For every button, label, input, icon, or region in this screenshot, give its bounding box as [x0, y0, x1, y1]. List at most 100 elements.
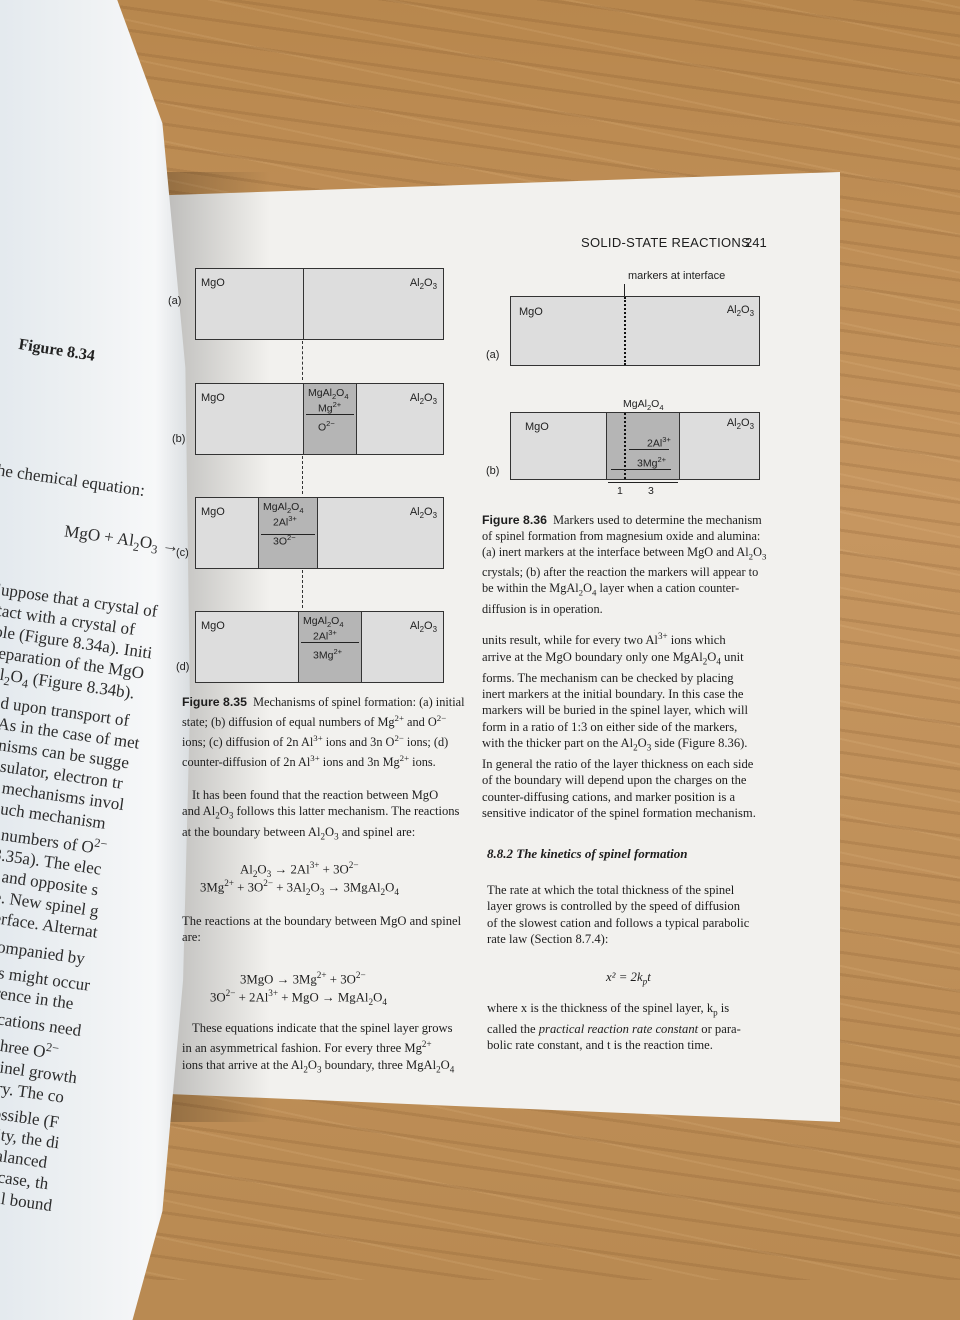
caption-line: (a) inert markers at the interface betwe… — [482, 545, 767, 562]
diffusion-arrow — [306, 414, 354, 415]
al2o3-label: Al2O3 — [409, 506, 437, 521]
spinel-label: MgAl2O4 — [263, 501, 304, 516]
right-para3-line: where x is the thickness of the spinel l… — [487, 1001, 730, 1018]
spinel-label: MgAl2O4 — [303, 615, 344, 630]
left-column-para-3: These equations indicate that the spinel… — [182, 1020, 472, 1078]
left-column-para-2: The reactions at the boundary between Mg… — [182, 913, 472, 946]
figure-8-35-label: Figure 8.35 — [182, 695, 247, 709]
initial-interface-dash — [302, 456, 303, 494]
text-line: and Al2O3 follows this latter mechanism.… — [182, 804, 460, 821]
diffusion-arrow — [301, 642, 359, 643]
ratio-left-label: 1 — [617, 485, 623, 497]
running-title: SOLID-STATE REACTIONS — [581, 235, 751, 250]
caption-line: crystals; (b) after the reaction the mar… — [482, 565, 759, 580]
fig835-panel-letter: (a) — [168, 295, 182, 307]
fig836-panel-letter: (b) — [486, 465, 500, 477]
equation-1a: Al2O3 → 2Al3+ + 3O2− — [240, 860, 359, 879]
fig836-panel-b-box: MgO Al2O3 2Al3+ 3Mg2+ — [510, 412, 760, 480]
left-page-line: the chemical equation: — [0, 459, 147, 500]
text-line: These equations indicate that the spinel… — [192, 1021, 453, 1035]
spinel-label: MgAl2O4 — [308, 387, 349, 402]
marker-pointer — [624, 284, 625, 298]
left-column-para-1: It has been found that the reaction betw… — [182, 787, 472, 845]
equation-1b: 3Mg2+ + 3O2− + 3Al2O3 → 3MgAl2O4 — [200, 878, 399, 897]
right-para2-line: of the slowest cation and follows a typi… — [487, 915, 750, 930]
spinel-label: Mg2+ — [318, 400, 342, 415]
text-line: It has been found that the reaction betw… — [192, 788, 439, 802]
section-heading: 8.8.2 The kinetics of spinel formation — [487, 846, 688, 861]
spinel-layer — [606, 413, 680, 479]
fig835-panel-letter: (d) — [176, 661, 190, 673]
equation-2b: 3O2− + 2Al3+ + MgO → MgAl2O4 — [210, 988, 387, 1007]
spinel-label: O2− — [318, 419, 335, 434]
fig835-panel-letter: (c) — [176, 547, 189, 559]
figure-8-36-caption: Figure 8.36 Markers used to determine th… — [482, 512, 777, 617]
right-para1-line: forms. The mechanism can be checked by p… — [482, 670, 734, 685]
thickness-arrow — [608, 482, 678, 483]
fig836-panel-letter: (a) — [486, 349, 500, 361]
marker-label: markers at interface — [628, 270, 726, 282]
initial-interface-dash — [302, 341, 303, 380]
left-book-page — [0, 0, 190, 1320]
right-para1-line: markers will be buried in the spinel lay… — [482, 703, 748, 718]
spinel-label: 2Al3+ — [313, 628, 337, 643]
caption-line: Markers used to determine the mechanism — [553, 513, 762, 527]
al2o3-label: Al2O3 — [409, 392, 437, 407]
caption-line: state; (b) diffusion of equal numbers of… — [182, 713, 447, 730]
al2o3-label: Al2O3 — [726, 417, 754, 432]
figure-8-36-label: Figure 8.36 — [482, 513, 547, 527]
caption-line: be within the MgAl2O4 layer when a catio… — [482, 581, 740, 598]
figure-8-35-caption: Figure 8.35 Mechanisms of spinel formati… — [182, 694, 472, 770]
right-para2-line: The rate at which the total thickness of… — [487, 883, 735, 897]
parabolic-rate-equation: x² = 2kpt — [606, 970, 651, 987]
interface-line — [303, 269, 304, 339]
diffusion-arrow — [629, 449, 669, 450]
marker-row — [624, 297, 626, 365]
ion-label: 2Al3+ — [647, 435, 671, 450]
text-line: in an asymmetrical fashion. For every th… — [182, 1039, 432, 1056]
right-para1-line: In general the ratio of the layer thickn… — [482, 757, 754, 772]
spinel-label: 2Al3+ — [273, 514, 297, 529]
al2o3-label: Al2O3 — [409, 277, 437, 292]
right-para1-line: with the thicker part on the Al2O3 side … — [482, 736, 748, 753]
caption-line: ions; (c) diffusion of 2n Al3+ ions and … — [182, 733, 449, 750]
right-column-para-1: units result, while for every two Al3+ i… — [482, 628, 777, 822]
left-page-line: MgO + Al2O3 → — [63, 521, 181, 557]
fig835-panel-letter: (b) — [172, 433, 186, 445]
text-line: are: — [182, 930, 201, 945]
fig835-panel-box: MgO Al2O3 — [195, 268, 444, 340]
right-para1-line: sensitive indicator of the spinel format… — [482, 806, 756, 821]
initial-interface-dash — [302, 570, 303, 608]
ion-label: 3Mg2+ — [637, 455, 667, 470]
caption-line: Mechanisms of spinel formation: (a) init… — [253, 695, 465, 709]
text-line: The reactions at the boundary between Mg… — [182, 914, 462, 928]
ratio-right-label: 3 — [648, 485, 654, 497]
right-para1-line: units result, while for every two Al3+ i… — [482, 631, 726, 648]
right-column-para-3: where x is the thickness of the spinel l… — [487, 1000, 777, 1054]
mgo-label: MgO — [519, 306, 543, 318]
al2o3-label: Al2O3 — [409, 620, 437, 635]
spinel-label: 3Mg2+ — [313, 647, 343, 662]
caption-line: counter-diffusion of 2n Al3+ ions and 3n… — [182, 753, 436, 770]
spinel-label: 3O2− — [273, 533, 296, 548]
mgo-label: MgO — [201, 277, 225, 289]
right-para1-line: counter-diffusing cations, and marker po… — [482, 789, 736, 804]
mgo-label: MgO — [525, 421, 549, 433]
right-para1-line: form in a ratio of 1:3 on either side of… — [482, 719, 738, 734]
right-para2-line: rate law (Section 8.7.4): — [487, 932, 609, 947]
caption-line: diffusion is in operation. — [482, 601, 603, 616]
marker-row — [624, 413, 626, 479]
right-para3-line: bolic rate constant, and t is the reacti… — [487, 1038, 713, 1053]
right-para1-line: of the boundary will depend upon the cha… — [482, 773, 747, 788]
right-para1-line: inert markers at the initial boundary. I… — [482, 686, 744, 701]
mgo-label: MgO — [201, 506, 225, 518]
mgo-label: MgO — [201, 620, 225, 632]
right-para2-line: layer grows is controlled by the speed o… — [487, 899, 740, 914]
